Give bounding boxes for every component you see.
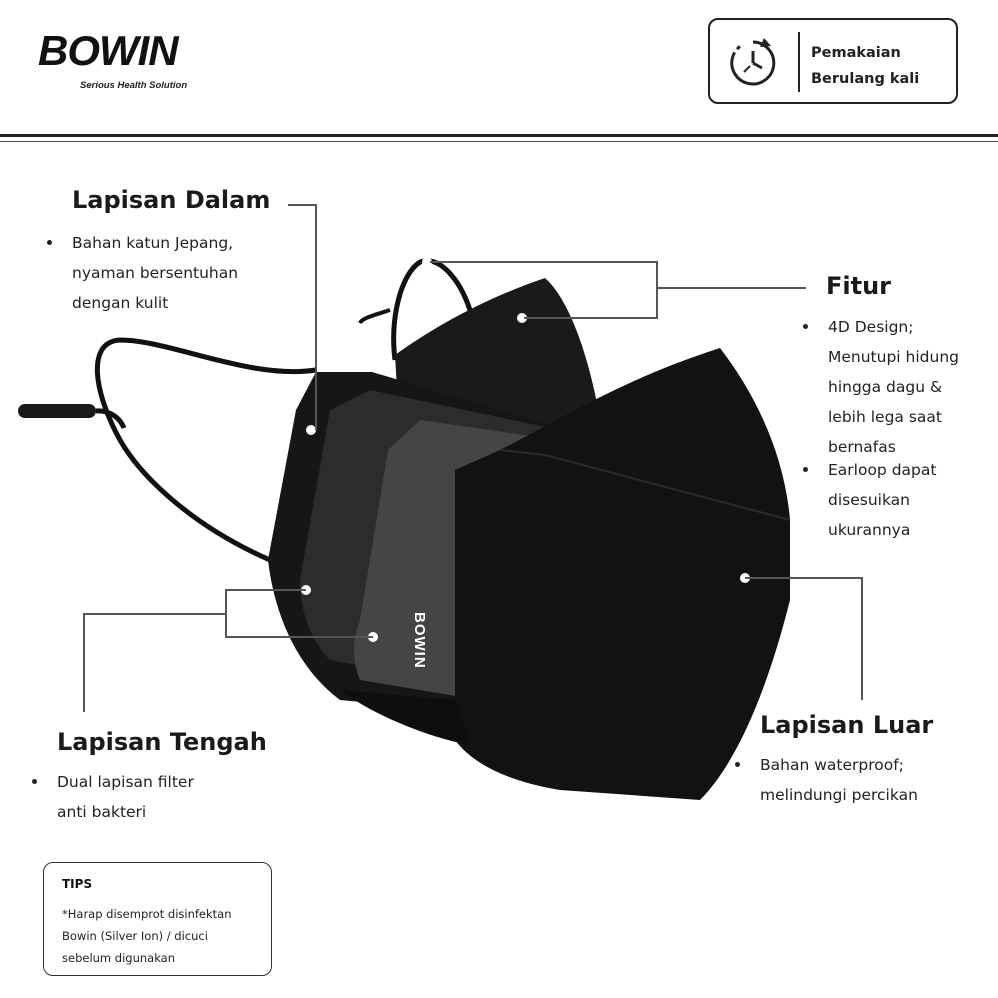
features-line-3: hingga dagu & (828, 378, 943, 396)
bullet-dot (803, 467, 808, 472)
inner-line-1: Bahan katun Jepang, (72, 234, 234, 252)
inner-layer-title: Lapisan Dalam (72, 186, 271, 214)
features-bullet-1: 4D Design; Menutupi hidung hingga dagu &… (803, 312, 959, 462)
ear-loop-left (95, 337, 317, 563)
tips-box: TIPS *Harap disemprot disinfektan Bowin … (43, 862, 272, 976)
tips-line-2: Bowin (Silver Ion) / dicuci (62, 929, 208, 943)
mask-outer-layer (455, 348, 790, 800)
features-line-1: 4D Design; (828, 318, 914, 336)
loop-adjuster (18, 404, 96, 418)
features-line-5: bernafas (828, 438, 896, 456)
features-line-7: disesuikan (828, 491, 910, 509)
reuse-line-1: Pemakaian (811, 45, 901, 61)
middle-line-1: Dual lapisan filter (57, 773, 194, 791)
callout-line-inner (288, 204, 317, 430)
callout-dot-features (517, 313, 527, 323)
reuse-badge: Pemakaian Berulang kali (708, 18, 958, 104)
reuse-line-2: Berulang kali (811, 71, 920, 87)
reuse-text: Pemakaian Berulang kali (811, 40, 919, 92)
callout-line-outer (745, 577, 863, 700)
middle-layer-title: Lapisan Tengah (57, 728, 267, 756)
callout-dot-inner (306, 425, 316, 435)
inner-line-2: nyaman bersentuhan (72, 264, 239, 282)
header-rule-thin (0, 141, 998, 142)
inner-line-3: dengan kulit (72, 294, 169, 312)
mask-illustration (18, 204, 863, 800)
outer-line-2: melindungi percikan (760, 786, 918, 804)
tips-line-3: sebelum digunakan (62, 951, 175, 965)
outer-line-1: Bahan waterproof; (760, 756, 904, 774)
features-bullet-2: Earloop dapat disesuikan ukurannya (803, 455, 937, 545)
tips-line-1: *Harap disemprot disinfektan (62, 907, 232, 921)
features-line-4: lebih lega saat (828, 408, 942, 426)
inner-layer-bullet: Bahan katun Jepang, nyaman bersentuhan d… (47, 228, 239, 318)
mask-brand-label: BOWIN (411, 612, 428, 669)
badge-divider (798, 32, 800, 92)
features-line-8: ukurannya (828, 521, 911, 539)
header-rule (0, 134, 998, 137)
brand-logo: BOWIN (38, 27, 179, 74)
bullet-dot (47, 240, 52, 245)
ear-loop-right (391, 258, 473, 361)
middle-line-2: anti bakteri (57, 803, 147, 821)
outer-layer-bullet: Bahan waterproof; melindungi percikan (735, 750, 918, 810)
clock-arrow-icon (730, 38, 776, 86)
tips-title: TIPS (62, 877, 93, 891)
outer-layer-title: Lapisan Luar (760, 711, 934, 739)
callout-line-middle-out (83, 613, 226, 712)
callout-line-features (430, 261, 658, 319)
callout-dot-loop (422, 257, 432, 267)
bullet-dot (803, 324, 808, 329)
features-title: Fitur (826, 272, 892, 300)
bullet-dot (735, 762, 740, 767)
tips-text: *Harap disemprot disinfektan Bowin (Silv… (62, 903, 232, 969)
features-line-2: Menutupi hidung (828, 348, 959, 366)
brand-tagline: Serious Health Solution (80, 80, 188, 91)
features-line-6: Earloop dapat (828, 461, 937, 479)
middle-layer-bullet: Dual lapisan filter anti bakteri (32, 767, 194, 827)
bullet-dot (32, 779, 37, 784)
